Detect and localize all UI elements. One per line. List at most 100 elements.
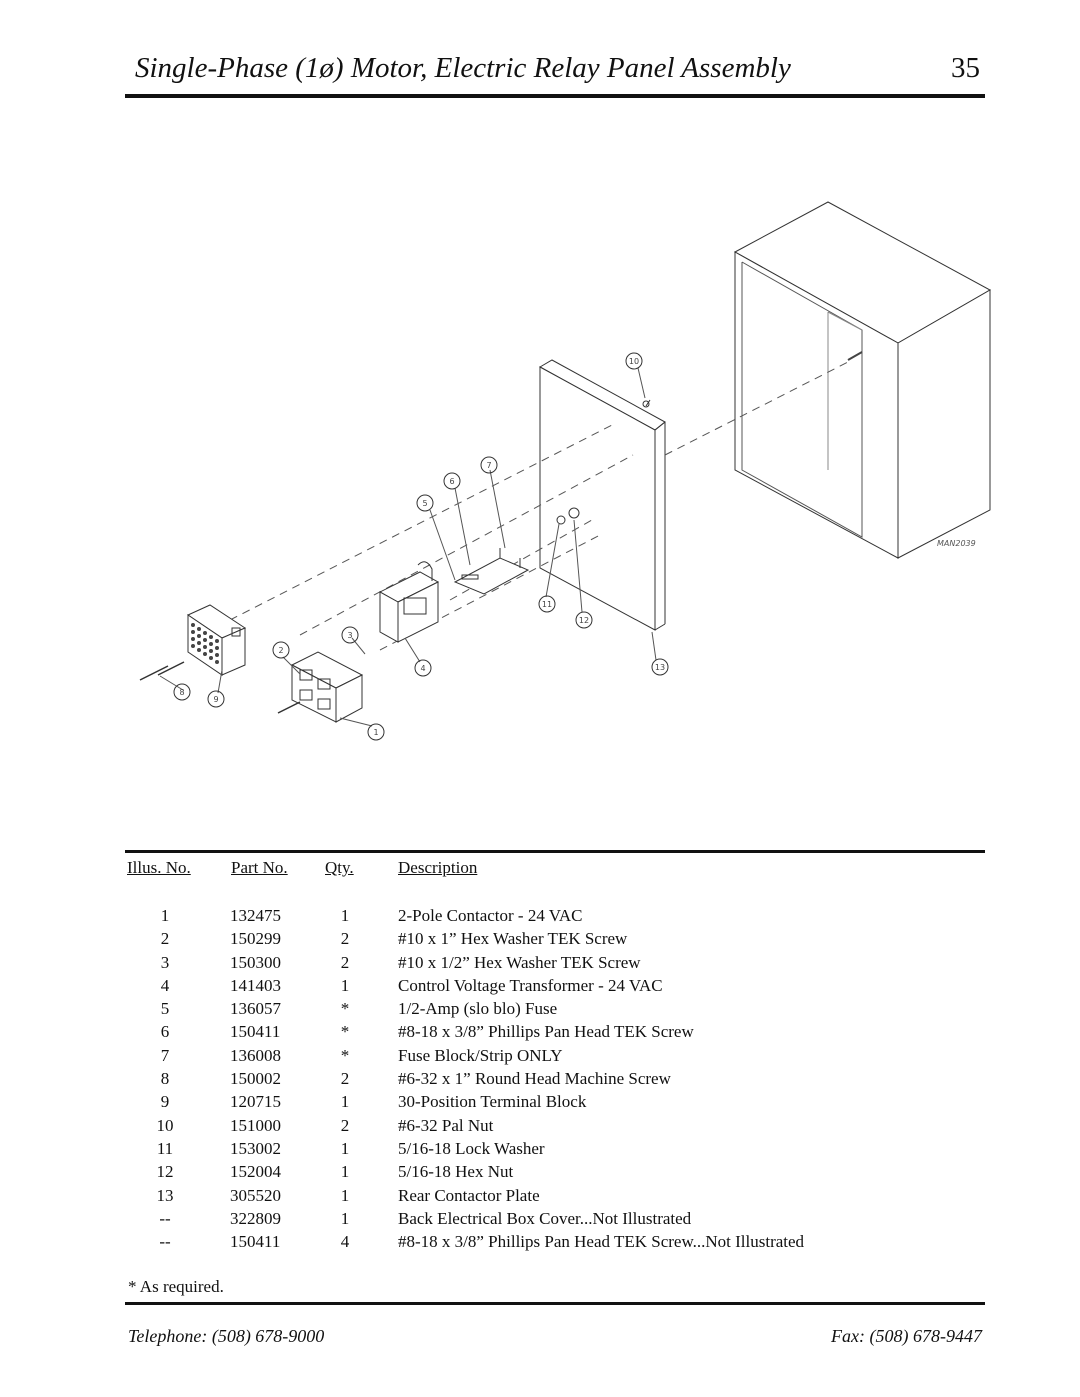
fuse-block-drawing — [453, 548, 530, 595]
transformer-drawing — [378, 561, 440, 643]
cell-illus-no: -- — [159, 1232, 171, 1252]
cell-illus-no: 13 — [156, 1185, 174, 1205]
cell-part-no: 136057 — [230, 999, 281, 1019]
col-header-desc: Description — [398, 858, 478, 877]
cell-illus-no: 11 — [156, 1138, 174, 1158]
cell-qty: 1 — [340, 1138, 350, 1158]
callout-1: 1 — [373, 728, 378, 737]
cell-qty: 4 — [340, 1232, 350, 1252]
cell-illus-no: 3 — [160, 952, 170, 972]
callout-8: 8 — [179, 688, 184, 697]
col-header-part: Part No. — [231, 858, 288, 877]
callout-2: 2 — [278, 646, 283, 655]
contactor-drawing — [277, 651, 364, 723]
cell-qty: 2 — [340, 1115, 350, 1135]
cell-part-no: 120715 — [230, 1092, 281, 1112]
table-row: 1 132475 1 2-Pole Contactor - 24 VAC — [125, 904, 985, 927]
page-title: Single-Phase (1ø) Motor, Electric Relay … — [135, 52, 791, 84]
cell-illus-no: 5 — [160, 999, 170, 1019]
cell-description: Rear Contactor Plate — [398, 1185, 540, 1205]
table-row: 5 136057 * 1/2-Amp (slo blo) Fuse — [125, 997, 985, 1020]
callout-9: 9 — [213, 695, 218, 704]
callout-10: 10 — [629, 357, 639, 366]
cell-part-no: 150411 — [230, 1232, 281, 1252]
cell-illus-no: 10 — [156, 1115, 174, 1135]
callout-4: 4 — [420, 664, 425, 673]
cell-illus-no: 8 — [160, 1069, 170, 1089]
cell-qty: 1 — [340, 1185, 350, 1205]
cell-description: 5/16-18 Lock Washer — [398, 1138, 545, 1158]
page-number: 35 — [951, 52, 980, 84]
drawing-id: MAN2039 — [937, 539, 976, 548]
cell-description: Fuse Block/Strip ONLY — [398, 1045, 563, 1065]
cell-description: #8-18 x 3/8” Phillips Pan Head TEK Screw — [398, 1022, 694, 1042]
cell-part-no: 152004 — [230, 1162, 281, 1182]
cell-part-no: 322809 — [230, 1208, 281, 1228]
table-row: 10 151000 2 #6-32 Pal Nut — [125, 1114, 985, 1137]
table-row: 8 150002 2 #6-32 x 1” Round Head Machine Sc… — [125, 1067, 985, 1090]
callout-6: 6 — [449, 477, 454, 486]
cell-qty: 2 — [340, 1069, 350, 1089]
cell-description: 1/2-Amp (slo blo) Fuse — [398, 999, 558, 1019]
exploded-assembly-diagram: 1 2 3 4 5 6 7 8 9 10 11 12 13 MAN2039 — [139, 201, 992, 741]
cell-qty: 1 — [340, 906, 350, 925]
cell-description: 5/16-18 Hex Nut — [398, 1162, 514, 1182]
cell-part-no: 150411 — [230, 1022, 281, 1042]
electrical-box-drawing — [733, 201, 992, 559]
table-row: -- 150411 4 #8-18 x 3/8” Phillips Pan Head … — [125, 1230, 985, 1253]
cell-qty: 1 — [340, 1162, 350, 1182]
cell-illus-no: 7 — [160, 1045, 170, 1065]
footer-fax: Fax: (508) 678-9447 — [831, 1326, 982, 1346]
callout-5: 5 — [422, 499, 427, 508]
terminal-block-drawing — [186, 604, 247, 676]
cell-description: #6-32 Pal Nut — [398, 1115, 494, 1135]
cell-description: 2-Pole Contactor - 24 VAC — [398, 906, 583, 925]
cell-qty: * — [340, 999, 350, 1019]
cell-description: Back Electrical Box Cover...Not Illustra… — [398, 1208, 692, 1228]
cell-qty: 1 — [340, 1092, 350, 1112]
cell-part-no: 151000 — [230, 1115, 281, 1135]
cell-illus-no: 9 — [160, 1092, 170, 1112]
cell-description: #10 x 1/2” Hex Washer TEK Screw — [398, 952, 641, 972]
cell-illus-no: -- — [159, 1208, 171, 1228]
cell-illus-no: 6 — [160, 1022, 170, 1042]
cell-qty: 2 — [340, 929, 350, 949]
cell-illus-no: 12 — [156, 1162, 174, 1182]
cell-part-no: 150002 — [230, 1069, 281, 1089]
footnote: * As required. — [128, 1277, 224, 1296]
cell-description: 30-Position Terminal Block — [398, 1092, 587, 1112]
table-row: 12 152004 1 5/16-18 Hex Nut — [125, 1160, 985, 1183]
cell-qty: * — [340, 1022, 350, 1042]
rear-contactor-plate-drawing — [538, 359, 666, 631]
cell-part-no: 132475 — [230, 906, 281, 925]
cell-part-no: 136008 — [230, 1045, 281, 1065]
header-rule — [125, 94, 985, 98]
footer-telephone: Telephone: (508) 678-9000 — [128, 1326, 325, 1346]
cell-illus-no: 1 — [160, 906, 170, 925]
table-row: 6 150411 * #8-18 x 3/8” Phillips Pan Head T… — [125, 1020, 985, 1043]
table-row: 9 120715 1 30-Position Terminal Block — [125, 1090, 985, 1113]
callout-11: 11 — [542, 600, 552, 609]
table-top-rule — [125, 850, 985, 853]
cell-part-no: 153002 — [230, 1138, 281, 1158]
footer-rule — [125, 1302, 985, 1305]
cell-part-no: 150299 — [230, 929, 281, 949]
cell-description: Control Voltage Transformer - 24 VAC — [398, 975, 663, 995]
col-header-illus: Illus. No. — [127, 858, 191, 877]
cell-qty: 2 — [340, 952, 350, 972]
cell-part-no: 141403 — [230, 975, 281, 995]
callout-12: 12 — [579, 616, 589, 625]
cell-qty: 1 — [340, 975, 350, 995]
cell-illus-no: 2 — [160, 929, 170, 949]
callout-3: 3 — [347, 631, 352, 640]
cell-description: #8-18 x 3/8” Phillips Pan Head TEK Screw… — [398, 1232, 805, 1252]
table-row: 11 153002 1 5/16-18 Lock Washer — [125, 1137, 985, 1160]
cell-description: #6-32 x 1” Round Head Machine Screw — [398, 1069, 671, 1089]
